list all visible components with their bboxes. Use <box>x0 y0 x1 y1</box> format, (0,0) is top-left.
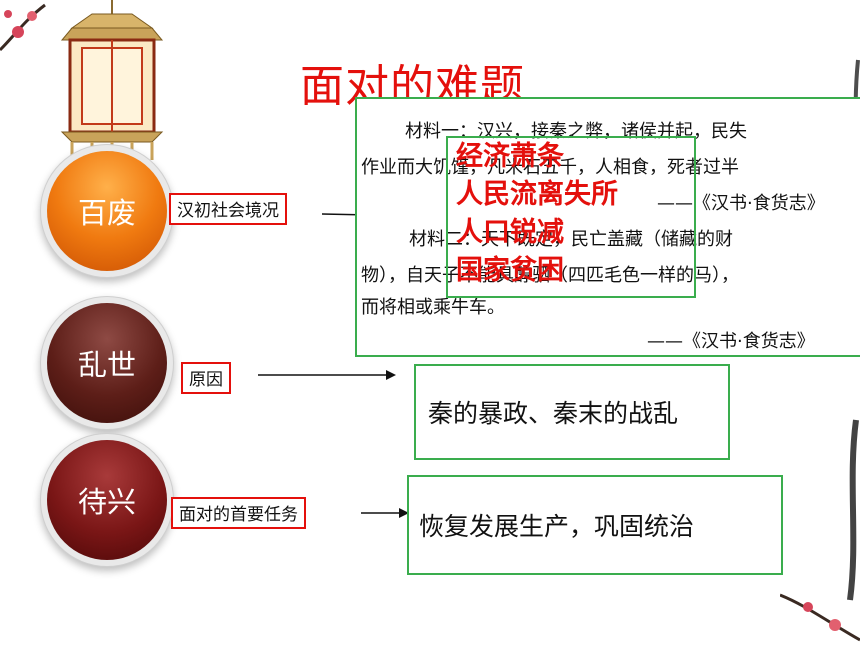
material-line: 而将相或乘牛车。 <box>361 297 505 318</box>
material-source: ——《汉书·食货志》 <box>657 193 825 214</box>
material-box: 材料一：汉兴，接秦之弊，诸侯并起，民失 作业而大饥馑，凡米石五千，人相食，死者过… <box>355 97 860 357</box>
summary-item: 人口锐减 <box>456 217 564 248</box>
summary-item: 人民流离失所 <box>456 179 618 210</box>
label-cause: 原因 <box>181 362 231 394</box>
circle-luanshi: 乱世 <box>47 303 167 423</box>
lantern-decoration <box>60 0 164 160</box>
answer-cause-text: 秦的暴政、秦末的战乱 <box>428 399 679 428</box>
circle-baifei: 百废 <box>47 151 167 271</box>
plum-branch-decoration <box>0 3 46 52</box>
arrow-cause <box>258 370 396 380</box>
summary-box: 经济萧条 人民流离失所 人口锐减 国家贫困 <box>446 136 696 298</box>
material-line: 作业而大饥馑，凡米石五千，人相食，死者过半 <box>361 157 739 178</box>
arrow-task <box>361 508 409 518</box>
answer-cause-box: 秦的暴政、秦末的战乱 <box>414 364 730 460</box>
label-situation: 汉初社会境况 <box>169 193 287 225</box>
material-line: 材料二：天下既定，民亡盖藏（储藏的财 <box>409 229 733 250</box>
circle-label: 待兴 <box>77 485 136 519</box>
material-source: ——《汉书·食货志》 <box>647 331 815 352</box>
answer-task-text: 恢复发展生产，巩固统治 <box>419 512 695 541</box>
summary-item: 经济萧条 <box>456 141 564 172</box>
summary-item: 国家贫困 <box>456 255 564 286</box>
plum-corner-decoration <box>780 593 860 642</box>
material-line: 物），自天子不能具醇驷（四匹毛色一样的马）， <box>361 265 739 286</box>
answer-task-box: 恢复发展生产，巩固统治 <box>407 475 783 575</box>
circle-label: 乱世 <box>77 348 136 382</box>
circle-daixing: 待兴 <box>47 440 167 560</box>
label-task: 面对的首要任务 <box>171 497 306 529</box>
circle-label: 百废 <box>77 196 136 230</box>
